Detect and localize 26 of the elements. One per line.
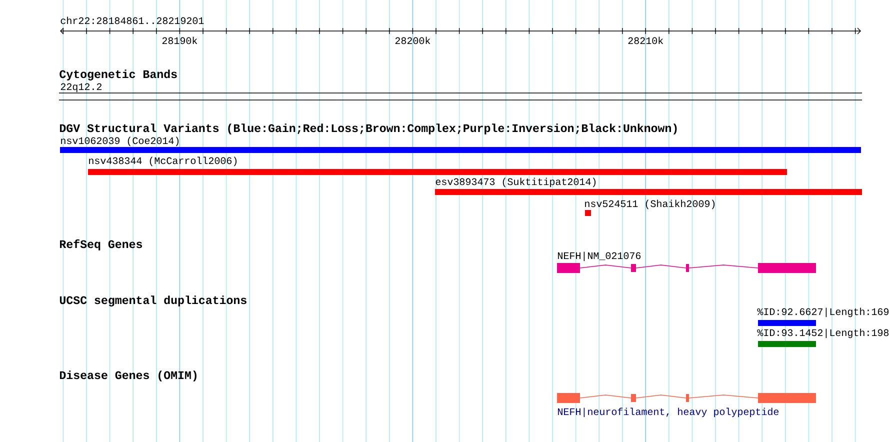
band-label: 22q12.2 <box>60 83 102 92</box>
node-label: NEFH|NM_021076 <box>558 252 641 262</box>
region-label: chr22:28184861..28219201 <box>60 16 204 24</box>
node-label: nsv524511 (Shaikh2009) <box>585 200 715 210</box>
track-title: Cytogenetic Bands <box>60 70 177 80</box>
gene-model: NEFH|NM_021076 <box>557 252 816 273</box>
tick-label: 28200k <box>395 36 430 44</box>
node-label: esv3893473 (Suktitipat2014) <box>436 178 596 188</box>
track-title: Disease Genes (OMIM) <box>60 370 196 382</box>
track-title: UCSC segmental duplications <box>60 296 246 306</box>
variant-bar: nsv524511 (Shaikh2009) <box>585 200 715 216</box>
node-label: nsv1062039 (Coe2014) <box>61 136 179 146</box>
node-label: nsv438344 (McCarroll2006) <box>89 156 237 166</box>
node-label: %ID:93.1452|Length:198 <box>757 328 889 338</box>
variant-bar: nsv1062039 (Coe2014) <box>60 136 861 153</box>
node-label: %ID:92.6627|Length:169 <box>757 308 889 318</box>
variant-bar: nsv438344 (McCarroll2006) <box>88 156 787 175</box>
duplication-bar: %ID:93.1452|Length:198 <box>757 328 889 347</box>
track-title: RefSeq Genes <box>60 239 142 250</box>
track-title: DGV Structural Variants (Blue:Gain;Red:Loss;Brown:Complex;Purple:Inversion;Black:Unknown) <box>60 124 677 134</box>
tick-label: 28190k <box>162 36 198 44</box>
node-label: NEFH|neurofilament, heavy polypeptide <box>558 408 779 418</box>
duplication-bar: %ID:92.6627|Length:169 <box>757 308 889 326</box>
tick-label: 28210k <box>628 36 664 44</box>
variant-bar: esv3893473 (Suktitipat2014) <box>435 178 862 195</box>
gene-model: NEFH|neurofilament, heavy polypeptide <box>557 393 816 418</box>
